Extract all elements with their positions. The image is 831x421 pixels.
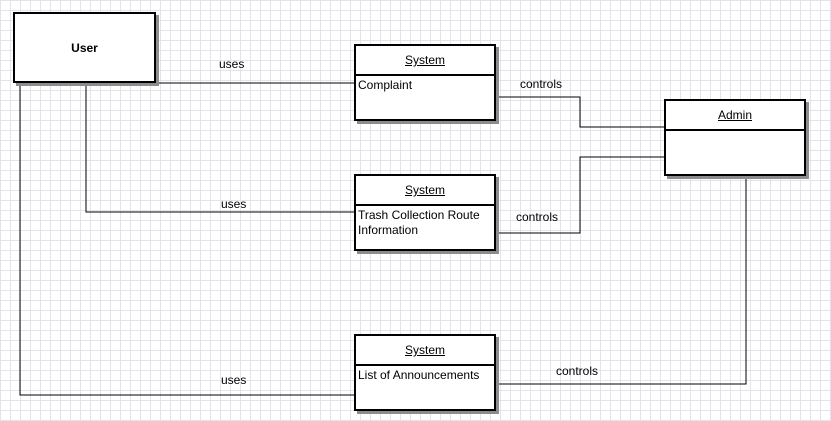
- edge-user-announcements: [19, 83, 354, 396]
- edge-complaint-admin: [496, 96, 664, 128]
- admin-node[interactable]: Admin: [664, 99, 806, 176]
- trash-route-system-node[interactable]: System Trash Collection Route Informatio…: [354, 174, 496, 251]
- announcements-system-node[interactable]: System List of Announcements: [354, 334, 496, 411]
- edge-label-complaint-admin: controls: [520, 77, 563, 91]
- complaint-system-node[interactable]: System Complaint: [354, 44, 496, 121]
- trash-route-system-body: Trash Collection Route Information: [358, 208, 480, 237]
- edge-announcements-admin: [496, 176, 747, 385]
- edge-trash-admin: [496, 156, 664, 234]
- edge-label-user-complaint: uses: [219, 57, 245, 71]
- edge-label-user-announcements: uses: [221, 373, 247, 387]
- admin-header: Admin: [666, 101, 804, 131]
- edge-user-trash: [85, 83, 354, 213]
- announcements-system-body: List of Announcements: [358, 368, 480, 382]
- trash-route-system-header: System: [356, 176, 494, 206]
- edge-label-user-trash: uses: [221, 197, 247, 211]
- complaint-system-header: System: [356, 46, 494, 76]
- user-node[interactable]: User: [13, 12, 156, 83]
- edge-label-trash-admin: controls: [516, 210, 559, 224]
- announcements-system-header: System: [356, 336, 494, 366]
- admin-body: [666, 131, 804, 135]
- edge-label-announcements-admin: controls: [556, 364, 599, 378]
- user-node-label: User: [71, 40, 98, 55]
- complaint-system-body: Complaint: [358, 78, 413, 92]
